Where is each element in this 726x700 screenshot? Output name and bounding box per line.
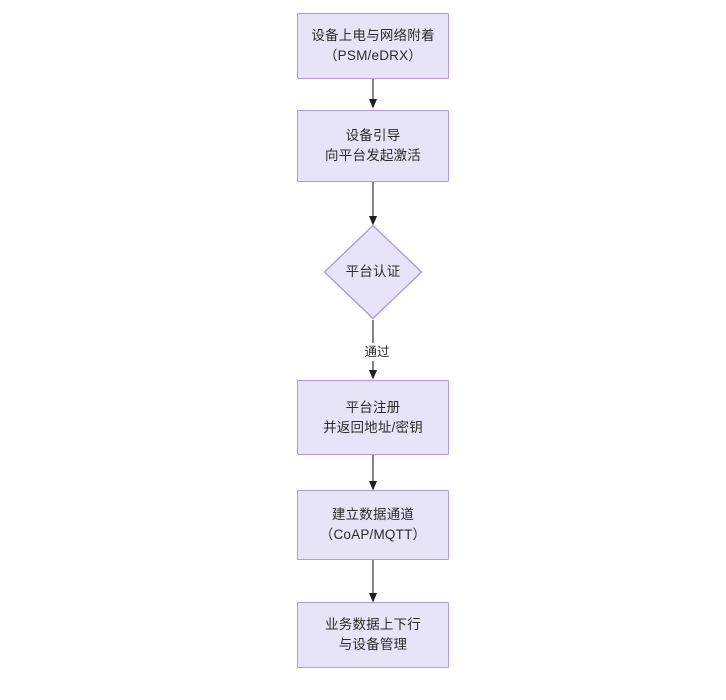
edge-label-pass: 通过 [354,343,400,361]
node-label: 业务数据上下行 与设备管理 [325,617,421,652]
node-establish-data-channel[interactable]: 建立数据通道 （CoAP/MQTT） [297,490,449,560]
node-label: 设备引导 向平台发起激活 [325,128,421,163]
node-platform-authentication[interactable]: 平台认证 [323,224,423,320]
node-device-bootstrap[interactable]: 设备引导 向平台发起激活 [297,110,449,182]
node-device-power-on[interactable]: 设备上电与网络附着 （PSM/eDRX） [297,13,449,79]
node-label: 设备上电与网络附着 （PSM/eDRX） [311,28,435,63]
node-label: 平台注册 并返回地址/密钥 [323,399,423,435]
node-business-data-and-device-management[interactable]: 业务数据上下行 与设备管理 [297,602,449,668]
node-label: 平台认证 [345,264,401,279]
diamond-shape [323,224,423,320]
node-platform-registration[interactable]: 平台注册 并返回地址/密钥 [297,380,449,455]
node-label: 建立数据通道 （CoAP/MQTT） [319,507,427,542]
